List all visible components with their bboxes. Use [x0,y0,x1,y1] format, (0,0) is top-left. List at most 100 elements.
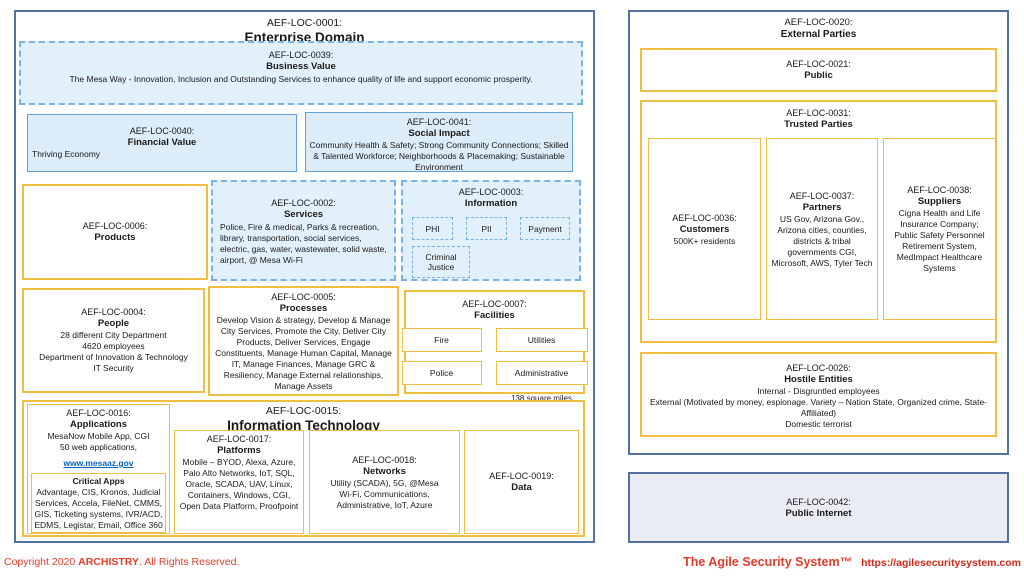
information-box: AEF-LOC-0003: Information PHI PII Paymen… [401,180,581,281]
applications-name: Applications [69,419,127,430]
facilities-tag-fire: Fire [401,328,482,352]
partners-desc: US Gov, Arizona Gov., Arizona cities, co… [771,213,873,268]
public-box: AEF-LOC-0021: Public [640,48,997,92]
hostile-entities-box: AEF-LOC-0026: Hostile Entities Internal … [640,352,997,437]
social-impact-box: AEF-LOC-0041: Social Impact Community He… [305,112,573,172]
people-line: IT Security [93,363,134,373]
platforms-code: AEF-LOC-0017: [206,434,272,444]
information-technology-box: AEF-LOC-0015: Information Technology AEF… [22,400,585,537]
people-line: 28 different City Department [60,330,167,340]
suppliers-box: AEF-LOC-0038: Suppliers Cigna Health and… [883,138,996,320]
platforms-name: Platforms [217,445,261,456]
hostile-entities-line: Domestic terrorist [785,419,852,429]
trusted-parties-box: AEF-LOC-0031: Trusted Parties AEF-LOC-00… [640,100,997,343]
information-name: Information [464,198,518,209]
facilities-note: 138 square miles [511,394,572,403]
suppliers-desc: Cigna Health and Life Insurance Company;… [894,208,985,273]
external-parties-title: AEF-LOC-0020: External Parties [630,12,1007,41]
customers-box: AEF-LOC-0036: Customers 500K+ residents [648,138,761,320]
financial-value-name: Financial Value [127,137,197,148]
partners-box: AEF-LOC-0037: Partners US Gov, Arizona G… [766,138,878,320]
people-line: 4620 employees [82,341,145,351]
public-internet-box: AEF-LOC-0042: Public Internet [628,472,1009,543]
suppliers-name: Suppliers [917,196,962,207]
brand-footer-url[interactable]: https://agilesecuritysystem.com [861,557,1021,569]
financial-value-box: AEF-LOC-0040: Financial Value Thriving E… [27,114,297,172]
business-value-box: AEF-LOC-0039: Business Value The Mesa Wa… [19,41,583,105]
brand-footer-title: The Agile Security System™ [683,555,853,569]
information-technology-title: AEF-LOC-0015: Information Technology [24,404,583,434]
services-box: AEF-LOC-0002: Services Police, Fire & me… [211,180,396,281]
facilities-box: AEF-LOC-0007: Facilities Fire Utilities … [401,290,588,403]
people-name: People [97,318,130,329]
facilities-tag-administrative: Administrative [495,361,588,385]
critical-apps-box: Critical Apps Advantage, CIS, Kronos, Ju… [31,473,166,533]
enterprise-domain-box: AEF-LOC-0001: Enterprise Domain AEF-LOC-… [14,10,595,543]
products-box: AEF-LOC-0006: Products [22,184,208,280]
public-internet-name: Public Internet [785,507,852,519]
applications-line2: 50 web applications, [59,442,138,452]
copyright-suffix: . All Rights Reserved. [139,556,240,568]
business-value-name: Business Value [266,61,336,72]
data-code: AEF-LOC-0019: [489,471,554,481]
services-desc: Police, Fire & medical, Parks & recreati… [220,222,387,265]
information-technology-code: AEF-LOC-0015: [265,405,342,417]
customers-code: AEF-LOC-0036: [672,212,737,223]
products-code: AEF-LOC-0006: [82,221,148,231]
applications-box: AEF-LOC-0016: Applications MesaNow Mobil… [27,404,170,534]
processes-box: AEF-LOC-0005: Processes Develop Vision &… [208,286,399,396]
enterprise-domain-code: AEF-LOC-0001: [266,17,343,29]
information-tag-phi: PHI [412,217,454,240]
processes-desc: Develop Vision & strategy, Develop & Man… [215,315,392,391]
processes-name: Processes [279,303,328,314]
public-name: Public [804,70,833,81]
platforms-desc: Mobile – BYOD, Alexa, Azure, Palo Alto N… [179,457,299,511]
services-name: Services [283,209,324,220]
information-technology-name: Information Technology [227,418,380,433]
copyright-brand: ARCHISTRY [78,556,140,568]
copyright-prefix: Copyright 2020 [4,556,79,568]
external-parties-box: AEF-LOC-0020: External Parties AEF-LOC-0… [628,10,1009,455]
networks-box: AEF-LOC-0018: Networks Utility (SCADA), … [309,430,460,534]
networks-code: AEF-LOC-0018: [352,454,417,465]
suppliers-code: AEF-LOC-0038: [907,185,972,195]
partners-name: Partners [802,201,842,213]
facilities-grid: Fire Utilities Police Administrative 138… [401,328,588,403]
people-box: AEF-LOC-0004: People 28 different City D… [22,288,205,393]
facilities-code: AEF-LOC-0007: [462,299,527,309]
information-tag-row: PHI PII Payment [403,210,579,240]
facilities-tag-police: Police [401,361,482,385]
social-impact-code: AEF-LOC-0041: [406,117,472,127]
information-tag-payment: Payment [520,217,571,240]
information-tag-criminal-justice: Criminal Justice [412,246,470,278]
hostile-entities-name: Hostile Entities [784,374,853,385]
public-code: AEF-LOC-0021: [786,59,851,69]
mesaaz-link[interactable]: www.mesaaz.gov [63,458,134,468]
processes-code: AEF-LOC-0005: [271,292,336,302]
data-box: AEF-LOC-0019: Data [464,430,579,534]
external-parties-code: AEF-LOC-0020: [784,17,853,28]
hostile-entities-line: Internal - Disgruntled employees [757,386,880,396]
trusted-parties-name: Trusted Parties [784,119,853,130]
platforms-box: AEF-LOC-0017: Platforms Mobile – BYOD, A… [174,430,304,534]
facilities-name: Facilities [474,310,515,321]
facilities-tag-utilities: Utilities [495,328,588,352]
networks-desc: Utility (SCADA), 5G, @Mesa Wi-Fi, Commun… [330,477,439,510]
copyright-footer: Copyright 2020 ARCHISTRY. All Rights Res… [4,555,239,569]
critical-apps-title: Critical Apps [72,476,125,486]
external-parties-name: External Parties [780,29,857,40]
products-name: Products [94,232,136,243]
critical-apps-desc: Advantage, CIS, Kronos, Judicial Service… [34,487,163,530]
public-internet-code: AEF-LOC-0042: [786,496,851,507]
data-name-label: Data [511,482,532,493]
customers-name: Customers [679,223,730,235]
information-code: AEF-LOC-0003: [458,187,524,197]
business-value-desc: The Mesa Way - Innovation, Inclusion and… [69,74,533,84]
hostile-entities-line: External (Motivated by money, espionage.… [649,397,988,418]
hostile-entities-code: AEF-LOC-0026: [786,363,851,373]
people-line: Department of Innovation & Technology [39,352,188,362]
customers-desc: 500K+ residents [673,235,736,246]
brand-footer: The Agile Security System™ https://agile… [683,555,1021,569]
applications-line1: MesaNow Mobile App, CGI [47,431,150,441]
